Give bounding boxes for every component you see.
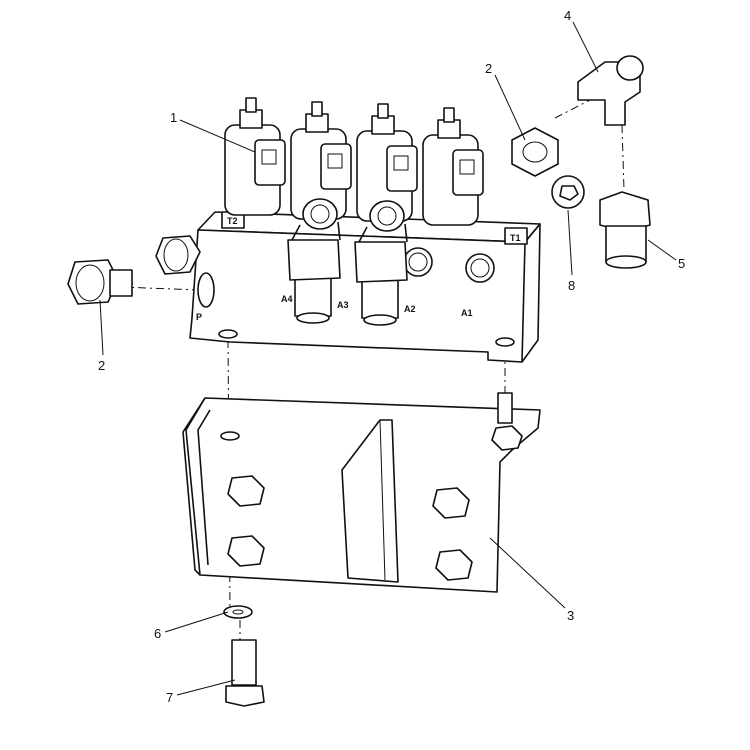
assembly-axis-lines	[119, 99, 625, 640]
callout-7: 7	[166, 690, 173, 705]
stud-nut	[491, 425, 523, 451]
solenoid-valves	[224, 97, 484, 226]
callout-4: 4	[564, 8, 571, 23]
port-label-t1: T1	[510, 233, 521, 243]
washer-and-bolt	[223, 605, 265, 707]
callout-8: 8	[568, 278, 575, 293]
port-fittings	[287, 198, 408, 326]
callout-5: 5	[678, 256, 685, 271]
solenoid	[224, 97, 286, 216]
fitting-2-left	[67, 259, 119, 305]
port-label-p: P	[196, 312, 202, 322]
bolt-head	[227, 535, 265, 567]
mounting-bracket	[182, 392, 541, 593]
callout-1: 1	[170, 110, 177, 125]
callout-labels: 1 2 4 2 5 8 3 6 7	[98, 8, 685, 705]
right-fittings	[511, 55, 651, 269]
port-label-a1: A1	[461, 308, 473, 318]
bolt-head	[227, 475, 265, 507]
port-label-a4: A4	[281, 294, 293, 304]
leader-lines	[99, 21, 677, 696]
valve-manifold: T2 T1 A4 A3 A2 A1 P	[189, 211, 541, 363]
callout-2-top: 2	[485, 61, 492, 76]
bolt-head	[432, 487, 470, 519]
port-label-a2: A2	[404, 304, 416, 314]
callout-3: 3	[567, 608, 574, 623]
callout-2-left: 2	[98, 358, 105, 373]
port-label-a3: A3	[337, 300, 349, 310]
left-fittings	[67, 235, 201, 305]
bolt-head	[435, 549, 473, 581]
fitting-5	[599, 191, 651, 233]
callout-6: 6	[154, 626, 161, 641]
port-label-t2: T2	[227, 216, 238, 226]
fitting-2-top	[511, 127, 559, 177]
